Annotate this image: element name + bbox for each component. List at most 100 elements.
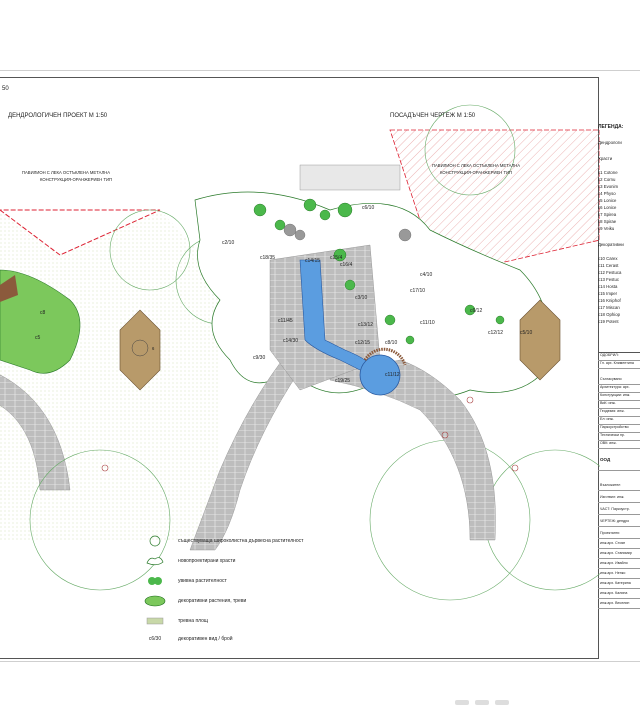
pavilion-label-right-2: КОНСТРУКЦИЯ-ОРАНЖЕРИЕН ТИП xyxy=(440,170,513,175)
plant-label: c13/12 xyxy=(358,322,374,328)
legend-item: новопроектирани храсти xyxy=(140,555,235,567)
site-plan xyxy=(0,104,600,601)
plant-label: c8 xyxy=(40,310,46,316)
plant-label: c8/10 xyxy=(385,340,398,346)
tb-row: Конструкции: инж. xyxy=(598,393,640,401)
plant-label: c19/25 xyxy=(335,378,351,384)
lawn-icon xyxy=(140,615,170,627)
plant-label: c12/12 xyxy=(488,330,504,336)
decor-item: c14 Hosta xyxy=(598,284,618,289)
plant-label: c2/10 xyxy=(222,240,235,246)
section-dendro: Дендрологи xyxy=(598,140,622,145)
tb-row: Съгласувано xyxy=(598,377,640,385)
section-decor: Декоративни xyxy=(598,242,624,247)
decor-item: c15 Imper xyxy=(598,291,618,296)
tb-row: Гл. арх. Климентина xyxy=(598,361,640,369)
tb-row: инж.арх. Катерина xyxy=(598,581,640,589)
decor-item: c10 Carex xyxy=(598,256,618,261)
plant-label: c14/15 xyxy=(305,258,321,264)
legend-title: ЛЕГЕНДА: xyxy=(598,124,624,130)
grass-icon xyxy=(140,595,170,607)
title-block: ОДОБРИЛ: Гл. арх. Климентина Съгласувано… xyxy=(598,352,640,653)
legend-item: съществуваща широколистна дървесна расти… xyxy=(140,535,303,547)
tree-circle-icon xyxy=(140,535,170,547)
plant-label: c14/30 xyxy=(283,338,299,344)
climber-icon xyxy=(140,575,170,587)
title-right: ПОСАДЪЧЕН ЧЕРТЕЖ М 1:50 xyxy=(390,113,476,119)
plant-label: c3/10 xyxy=(355,295,368,301)
plant-label: c15/4 xyxy=(330,255,343,261)
legend-label: декоративни растения, треви xyxy=(178,598,247,604)
tb-row: Проектанти xyxy=(598,531,640,539)
shrub-item: c8 Spirae xyxy=(598,219,617,224)
tb-row: ОДОБРИЛ: xyxy=(598,353,640,361)
legend-panel: ЛЕГЕНДА: Дендрологи Храсти c1 Cotone c2 … xyxy=(598,118,640,658)
plant-label: c12/15 xyxy=(355,340,371,346)
legend-label: увивна растителност xyxy=(178,578,227,584)
tb-row: Изготвил: инж. xyxy=(598,495,640,503)
decor-item: c16 Kniphof xyxy=(598,298,621,303)
shrub-item: c6 Lonice xyxy=(598,205,617,210)
tb-row: инж.арх. Стоян xyxy=(598,541,640,549)
legend-label: новопроектирани храсти xyxy=(178,558,236,564)
pavilion-label-left-2: КОНСТРУКЦИЯ-ОРАНЖЕРИЕН ТИП xyxy=(40,177,113,182)
tb-row: ВиК: инж. xyxy=(598,401,640,409)
page-indicator xyxy=(455,700,509,705)
shrub-item: c4 Physo xyxy=(598,191,616,196)
decor-item: c12 Festuca xyxy=(598,270,622,275)
right-plan xyxy=(175,104,600,601)
tb-row: ОВК: инж. xyxy=(598,441,640,449)
decor-item: c18 Ophiop xyxy=(598,312,620,317)
plant-label: c16/4 xyxy=(340,262,353,268)
plant-label: c4/10 xyxy=(420,272,433,278)
plant-code-sample: c6/30 xyxy=(148,636,162,642)
decor-item: c19 Potent xyxy=(598,319,619,324)
tb-row: Паркоустройство xyxy=(598,425,640,433)
tb-row: Архитектура: арх. xyxy=(598,385,640,393)
title-left: ДЕНДРОЛОГИЧЕН ПРОЕКТ М 1:50 xyxy=(8,113,108,119)
decor-item: c17 Miscan xyxy=(598,305,620,310)
legend-label: съществуваща широколистна дървесна расти… xyxy=(178,538,304,544)
tree-marker: 6 xyxy=(152,346,155,351)
tb-row: инж.арх. Станимир xyxy=(598,551,640,559)
plant-label: c5/10 xyxy=(520,330,533,336)
tb-row: ЧЕРТЕЖ: дендро xyxy=(598,519,640,527)
legend-item: увивна растителност xyxy=(140,575,227,587)
plant-label: c11/45 xyxy=(278,318,293,324)
shrub-item: c3 Evonim xyxy=(598,184,619,189)
tb-row: инж.арх. Ненко xyxy=(598,571,640,579)
decor-item: c13 Festuc xyxy=(598,277,620,282)
tb-row: инж.арх. Веселин xyxy=(598,601,640,609)
section-shrubs: Храсти xyxy=(598,156,613,161)
legend-label: декоративен вид / брой xyxy=(178,636,233,642)
shrub-item: c5 Lonice xyxy=(598,198,617,203)
tb-row: инж.арх. Ивайло xyxy=(598,561,640,569)
tb-row: ЧАСТ: Паркоустр. xyxy=(598,507,640,515)
plant-label: c18/35 xyxy=(260,255,276,261)
pavilion-label-left-1: ПАВИЛИОН С ЛЕКА ОСТЪКЛЕНА МЕТАЛНА xyxy=(22,170,111,175)
shrub-item: c7 Spirea xyxy=(598,212,617,217)
tb-row: Ел: инж. xyxy=(598,417,640,425)
shrub-item: c2 Cornu xyxy=(598,177,616,182)
plant-label: c9/30 xyxy=(253,355,266,361)
tb-row: Геодезия: инж. xyxy=(598,409,640,417)
plant-label: c17/10 xyxy=(410,288,426,294)
shrub-icon xyxy=(140,555,170,567)
plant-label: c11/12 xyxy=(385,372,400,378)
company-logo: ООД xyxy=(598,457,640,471)
pavilion-label-right-1: ПАВИЛИОН С ЛЕКА ОСТЪКЛЕНА МЕТАЛНА xyxy=(432,163,521,168)
plant-label: c11/10 xyxy=(420,320,435,326)
left-plan xyxy=(0,209,218,591)
legend-item: c6/30 декоративен вид / брой xyxy=(140,633,233,645)
legend-label: тревна площ xyxy=(178,618,209,624)
plant-label: c6/12 xyxy=(470,308,483,314)
legend-item: тревна площ xyxy=(140,615,208,627)
scale-label-left: 50 xyxy=(2,86,9,92)
tb-row: Технически пр. xyxy=(598,433,640,441)
decor-item: c11 Cerast xyxy=(598,263,619,268)
shrub-item: c1 Cotone xyxy=(598,170,618,175)
tb-row: инж.арх. Калина xyxy=(598,591,640,599)
shrub-item: c9 Veiku xyxy=(598,226,615,231)
tb-row: Възложител xyxy=(598,483,640,491)
lawn-area-left xyxy=(0,210,218,540)
